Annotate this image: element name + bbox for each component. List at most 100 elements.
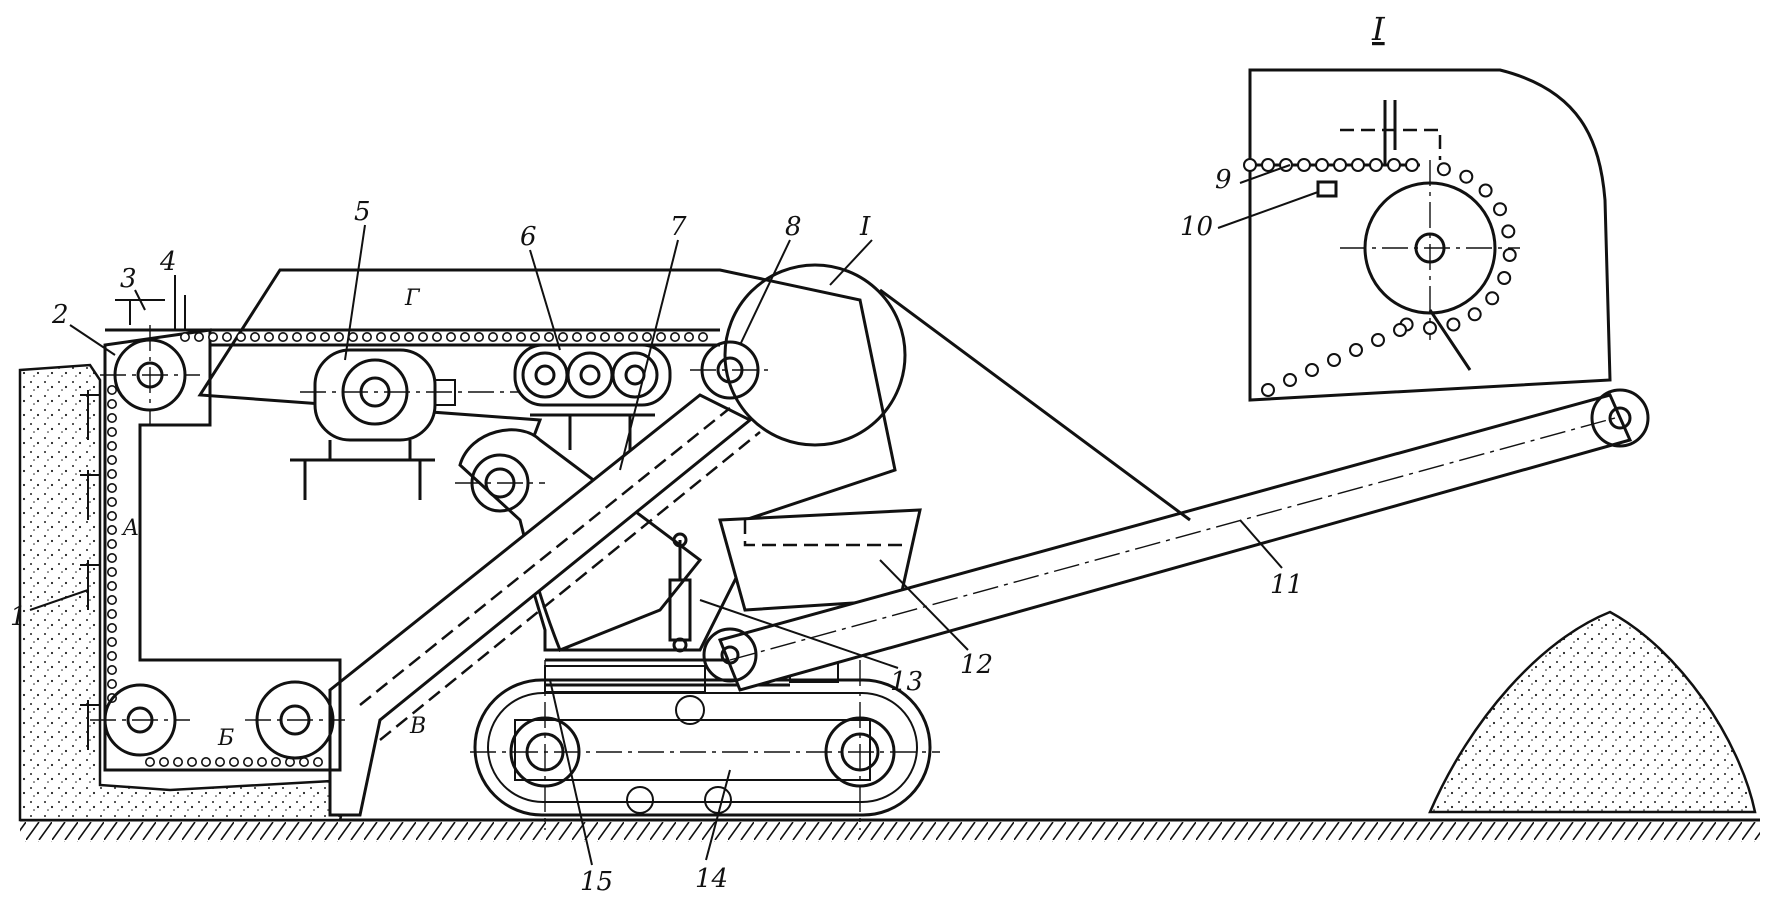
- label-14: 14: [695, 864, 728, 894]
- chain-link: [403, 331, 414, 342]
- chain-link: [250, 331, 261, 342]
- chain-link: [107, 608, 118, 619]
- detail-chain-link: [1297, 158, 1311, 172]
- chain-link: [107, 398, 118, 409]
- spoil-pile: [1428, 610, 1757, 814]
- chain-link: [222, 331, 233, 342]
- detail-chain-link: [1371, 333, 1385, 347]
- chain-link: [107, 482, 118, 493]
- gearbox: [513, 343, 672, 450]
- part-labels: 1 2 3 4 5 6 7 8 9 10 11 12 13 14 15 I I …: [10, 10, 1386, 897]
- leader-lines: [29, 164, 1319, 866]
- label-2: 2: [51, 300, 69, 330]
- chain-link: [445, 331, 456, 342]
- detail-chain-link: [1305, 363, 1319, 377]
- detail-chain-link: [1493, 202, 1507, 217]
- detail-chain-link: [1333, 158, 1347, 172]
- label-8: 8: [785, 212, 802, 242]
- chain-link: [243, 756, 254, 767]
- label-4: 4: [159, 247, 177, 277]
- detail-chain-link: [1369, 158, 1383, 172]
- detail-inset: [1243, 68, 1612, 402]
- detail-chain-link: [1467, 307, 1482, 322]
- hydraulic-cylinder: [668, 532, 692, 653]
- chain-link: [270, 756, 281, 767]
- detail-chain-link: [1446, 317, 1461, 332]
- detail-chain-link: [1478, 183, 1493, 198]
- chain-link: [256, 756, 267, 767]
- chain-link: [697, 331, 708, 342]
- chain-link: [627, 331, 638, 342]
- detail-chain-link: [1502, 248, 1517, 262]
- label-3: 3: [120, 264, 137, 294]
- chain-link: [173, 756, 184, 767]
- label-6: 6: [520, 222, 537, 252]
- chain-link: [641, 331, 652, 342]
- chain-link: [107, 664, 118, 675]
- chain-link: [613, 331, 624, 342]
- chain-link: [107, 440, 118, 451]
- chain-link: [431, 331, 442, 342]
- chain-link: [305, 331, 316, 342]
- zone-label-g: Г: [404, 286, 421, 311]
- detail-chain-link: [1501, 224, 1516, 239]
- chain-link: [107, 454, 118, 465]
- chain-link: [473, 331, 484, 342]
- detail-callout-circle: [723, 263, 907, 447]
- label-15: 15: [580, 867, 613, 897]
- chain-link: [417, 331, 428, 342]
- detail-chain-link: [1393, 323, 1407, 337]
- detail-chain-link: [1283, 373, 1297, 387]
- detail-chain-link: [1315, 158, 1329, 172]
- detail-chain-link: [1485, 291, 1500, 306]
- chain-link: [236, 331, 247, 342]
- sprocket-bottom-left: [90, 683, 190, 757]
- chain-link: [107, 384, 118, 395]
- chain-link: [107, 650, 118, 661]
- zone-label-a: A: [121, 516, 139, 541]
- chain-link: [375, 331, 386, 342]
- chain-link: [333, 331, 344, 342]
- zone-label-b: Б: [217, 726, 234, 751]
- chain-link: [107, 678, 118, 689]
- chain-link: [312, 756, 323, 767]
- detail-chain-link: [1279, 158, 1293, 172]
- label-9: 9: [1215, 165, 1232, 195]
- chain-link: [107, 468, 118, 479]
- chain-link: [107, 496, 118, 507]
- scrapers: [80, 295, 186, 750]
- label-7: 7: [670, 212, 687, 242]
- chain-link: [543, 331, 554, 342]
- chain-link: [107, 580, 118, 591]
- chain-link: [291, 331, 302, 342]
- chain-link: [389, 331, 400, 342]
- chain-link: [229, 756, 240, 767]
- chain-link: [557, 331, 568, 342]
- chain-link: [107, 636, 118, 647]
- chain-link: [515, 331, 526, 342]
- chain-link: [277, 331, 288, 342]
- chain-link: [501, 331, 512, 342]
- inclined-conveyor: [328, 393, 761, 817]
- detail-chain-link: [1459, 169, 1474, 184]
- chain-link: [107, 538, 118, 549]
- chain-link: [263, 331, 274, 342]
- chain-link: [487, 331, 498, 342]
- electric-motor: [290, 348, 560, 500]
- detail-chain-link: [1243, 158, 1257, 172]
- scraper-chain: [107, 331, 708, 767]
- chain-link: [298, 756, 309, 767]
- chain-link: [529, 331, 540, 342]
- drive-sprocket: [690, 340, 770, 400]
- detail-chain-link: [1387, 158, 1401, 172]
- detail-chain-link: [1405, 158, 1419, 172]
- crawler-track: [470, 659, 940, 830]
- chain-link: [201, 756, 212, 767]
- label-1: 1: [10, 602, 27, 632]
- chain-link: [145, 756, 156, 767]
- chain-link: [107, 566, 118, 577]
- chain-link: [459, 331, 470, 342]
- chain-link: [347, 331, 358, 342]
- chain-link: [599, 331, 610, 342]
